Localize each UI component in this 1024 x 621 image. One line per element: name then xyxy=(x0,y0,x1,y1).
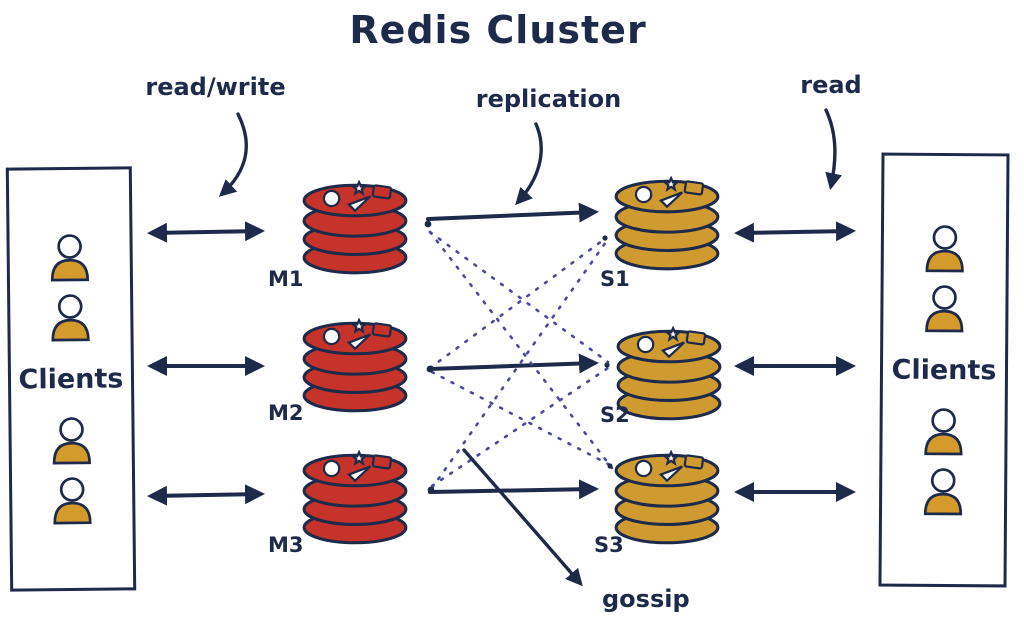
master-m2-label: M2 xyxy=(268,401,304,425)
slave-node-s3 xyxy=(614,450,720,545)
slave-node-s1 xyxy=(614,176,720,271)
gossip-line-m1-s3 xyxy=(428,230,614,470)
replication-pointer-arrow xyxy=(515,122,543,206)
master-m1-label: M1 xyxy=(268,267,304,291)
master-nodes xyxy=(302,180,408,545)
diagram-title: Redis Cluster xyxy=(349,8,647,52)
slave-s1-label: S1 xyxy=(600,267,630,291)
mesh-dot-s2 xyxy=(604,362,610,368)
clients-right-label: Clients xyxy=(891,354,997,386)
clients-box-right: Clients xyxy=(878,152,1010,588)
person-icon xyxy=(921,284,967,332)
master-node-m2 xyxy=(302,318,408,413)
annotation-arrows xyxy=(218,108,842,206)
replication-arrow-m3-s3 xyxy=(428,479,599,500)
slave-s2-label: S2 xyxy=(600,403,630,427)
gossip-line-m2-s3 xyxy=(430,370,612,467)
read-arrow xyxy=(824,108,842,191)
person-icon xyxy=(46,233,93,281)
client-link-arrows xyxy=(147,221,856,506)
gossip-line-m1-s2 xyxy=(428,230,610,364)
person-icon xyxy=(49,476,96,524)
slave-nodes xyxy=(614,176,722,545)
mesh-dot-s3 xyxy=(607,463,613,469)
master-node-m3 xyxy=(302,450,408,545)
gossip-mesh-lines xyxy=(424,220,614,494)
mesh-dot-m2 xyxy=(426,365,434,373)
read-write-arrow xyxy=(218,112,248,197)
person-icon xyxy=(920,467,966,515)
clients-box-left: Clients xyxy=(5,166,137,592)
master-node-m1 xyxy=(302,180,408,275)
replication-arrow-m1-s1 xyxy=(426,202,599,223)
mesh-dot-m1 xyxy=(424,220,432,228)
read-label: read xyxy=(800,71,862,99)
double-arrow-clients-m1 xyxy=(147,221,265,243)
gossip-line-m3-s2 xyxy=(430,366,610,488)
gossip-label: gossip xyxy=(602,585,690,613)
replication-arrow-m2-s2 xyxy=(428,353,599,374)
person-icon xyxy=(47,293,94,341)
double-arrow-clients-m3 xyxy=(147,484,265,506)
replication-arrows xyxy=(426,202,599,500)
gossip-pointer-arrow xyxy=(462,448,583,587)
read-write-label: read/write xyxy=(145,73,286,101)
person-icon xyxy=(48,416,95,464)
master-m3-label: M3 xyxy=(268,533,304,557)
mesh-dot-s1 xyxy=(602,235,608,241)
clients-left-label: Clients xyxy=(18,362,124,396)
gossip-line-m2-s1 xyxy=(428,236,608,370)
replication-label: replication xyxy=(475,85,622,113)
person-icon xyxy=(922,224,968,272)
slave-s3-label: S3 xyxy=(594,533,624,557)
mesh-dot-m3 xyxy=(427,486,435,494)
slave-node-s2 xyxy=(616,326,722,421)
double-arrow-s1-clients xyxy=(734,221,856,243)
person-icon xyxy=(920,407,966,455)
